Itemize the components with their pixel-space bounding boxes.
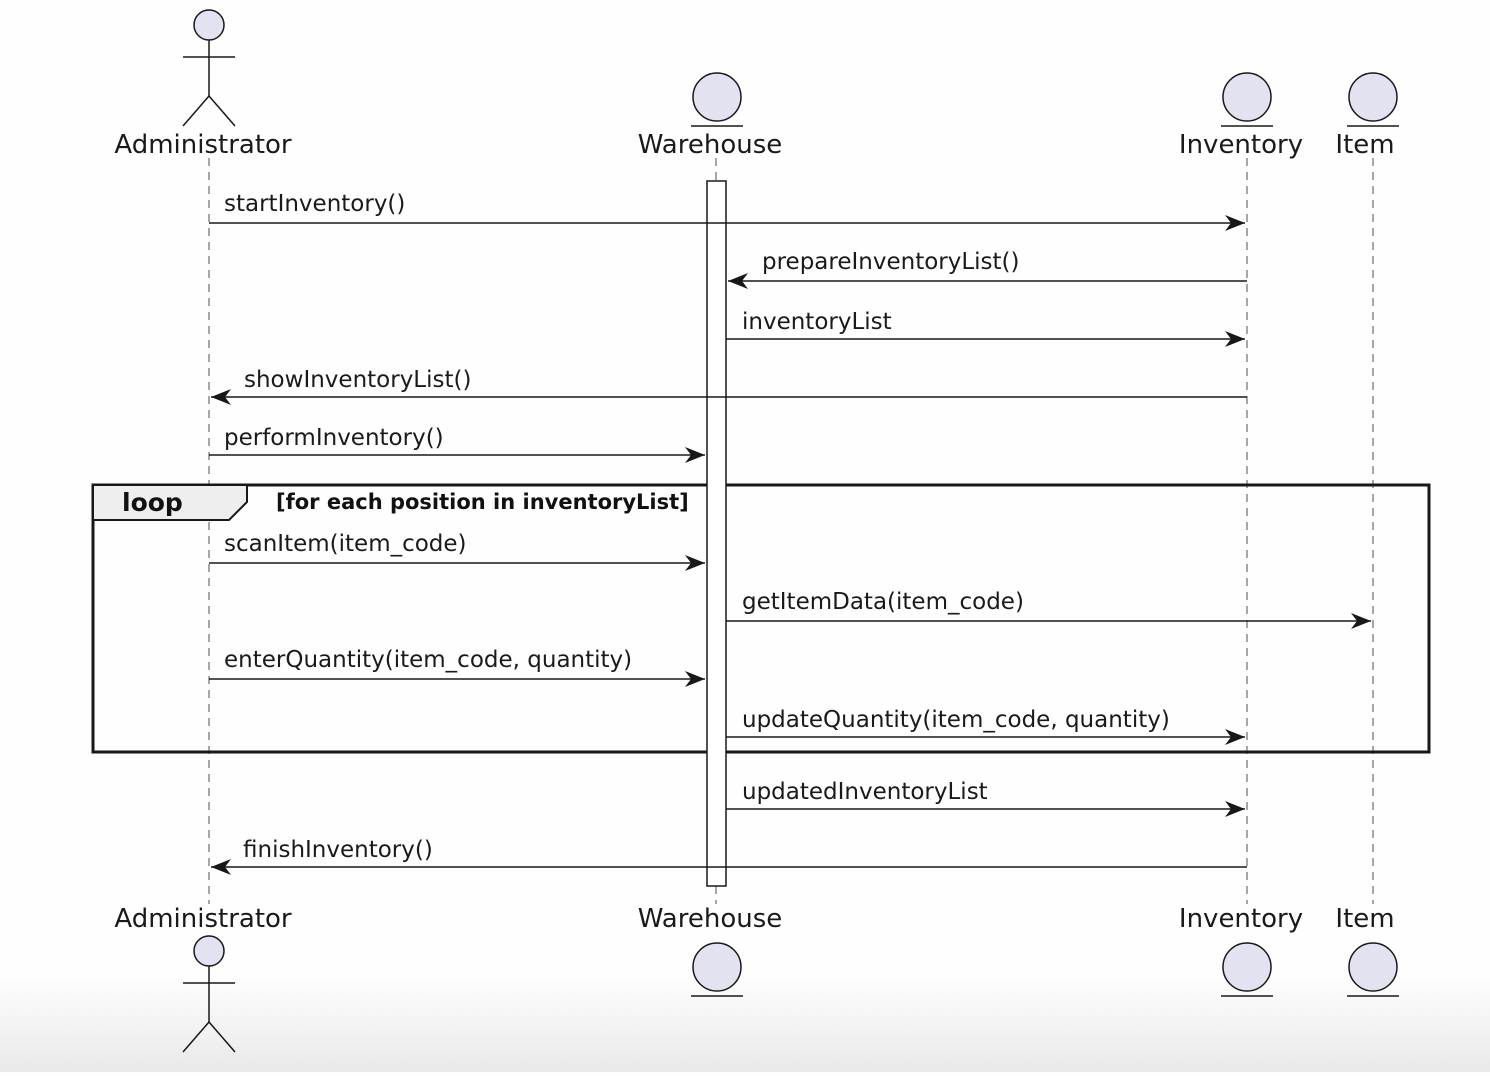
actor-icon	[182, 935, 236, 1053]
participant-item-top: Item	[1335, 72, 1399, 160]
participant-item-bottom: Item	[1335, 904, 1399, 997]
entity-icon	[691, 72, 743, 127]
message: updateQuantity(item_code, quantity)	[726, 707, 1245, 745]
participant-label: Item	[1335, 130, 1394, 160]
participant-label: Inventory	[1179, 904, 1303, 934]
loop-guard: [for each position in inventoryList]	[276, 490, 689, 514]
message-label: performInventory()	[224, 425, 444, 451]
message-label: showInventoryList()	[244, 367, 471, 393]
participant-inventory-top: Inventory	[1179, 72, 1303, 160]
loop-fragment: loop [for each position in inventoryList…	[91, 483, 1431, 754]
participant-label: Warehouse	[638, 130, 783, 160]
message-label: updatedInventoryList	[742, 779, 988, 805]
entity-icon	[1347, 942, 1399, 997]
message: showInventoryList()	[211, 367, 1247, 405]
message: inventoryList	[726, 309, 1245, 347]
message-label: startInventory()	[224, 191, 405, 217]
loop-frame	[91, 483, 1431, 754]
entity-icon	[1347, 72, 1399, 127]
message-label: updateQuantity(item_code, quantity)	[742, 707, 1170, 733]
participant-warehouse-top: Warehouse	[638, 72, 783, 160]
entity-icon	[1221, 72, 1273, 127]
message: getItemData(item_code)	[726, 589, 1371, 629]
message: enterQuantity(item_code, quantity)	[209, 647, 705, 687]
message-label: prepareInventoryList()	[762, 249, 1020, 275]
participant-label: Warehouse	[638, 904, 783, 934]
warehouse-activation-bar	[706, 180, 727, 887]
participant-warehouse-bottom: Warehouse	[638, 904, 783, 997]
message: scanItem(item_code)	[209, 531, 705, 571]
participant-label: Inventory	[1179, 130, 1303, 160]
message: updatedInventoryList	[726, 779, 1245, 817]
message-label: getItemData(item_code)	[742, 589, 1024, 615]
participant-administrator-top: Administrator	[114, 9, 292, 160]
participant-inventory-bottom: Inventory	[1179, 904, 1303, 997]
message: startInventory()	[209, 191, 1245, 231]
message: prepareInventoryList()	[728, 249, 1247, 289]
participant-label: Item	[1335, 904, 1394, 934]
participant-label: Administrator	[114, 130, 292, 160]
messages: startInventory() prepareInventoryList() …	[209, 191, 1371, 875]
message-label: inventoryList	[742, 309, 892, 335]
loop-tab	[92, 484, 248, 521]
message-label: enterQuantity(item_code, quantity)	[224, 647, 632, 673]
message-label: scanItem(item_code)	[224, 531, 467, 557]
message: performInventory()	[209, 425, 705, 463]
participants-bottom: Administrator Warehouse Inventory	[114, 904, 1399, 1053]
participant-administrator-bottom: Administrator	[114, 904, 292, 1053]
participants-top: Administrator Warehouse Inventory	[114, 9, 1399, 160]
entity-icon	[1221, 942, 1273, 997]
actor-icon	[182, 9, 236, 127]
loop-keyword: loop	[122, 488, 183, 517]
message-label: finishInventory()	[243, 837, 433, 863]
message: finishInventory()	[211, 837, 1247, 875]
entity-icon	[691, 942, 743, 997]
participant-label: Administrator	[114, 904, 292, 934]
